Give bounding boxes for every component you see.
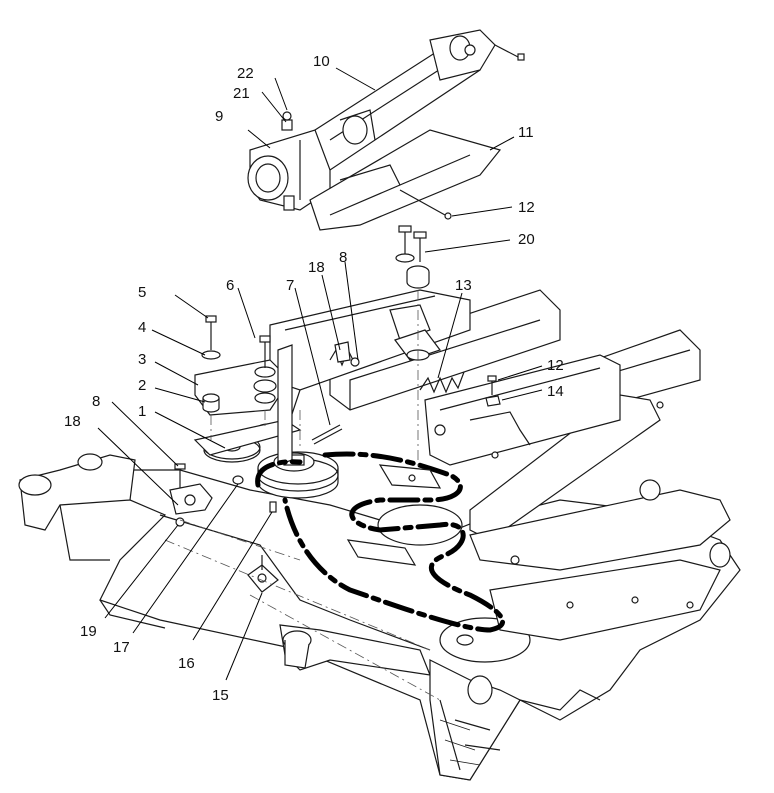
callout-20: 20 [518,231,535,248]
callout-12-right: 12 [547,357,564,374]
callout-15: 15 [212,687,229,704]
hydro-drive-assembly [247,29,525,231]
projection-lines [164,410,441,701]
leader-lines [97,67,543,681]
callout-14: 14 [547,383,564,400]
callout-18-top: 18 [308,259,325,276]
traction-frame [329,289,731,641]
main-pulley [257,344,343,499]
small-hardware [169,341,501,593]
drive-belt [255,451,506,633]
tension-spring [329,348,465,394]
callout-18-left: 18 [64,413,81,430]
engine-mount-plate [269,289,471,421]
callout-4: 4 [138,319,146,336]
callout-11: 11 [518,124,534,141]
callout-5: 5 [138,284,146,301]
callout-10: 10 [313,53,330,70]
callout-6: 6 [226,277,234,294]
callout-9: 9 [215,108,223,125]
callout-17: 17 [113,639,130,656]
callout-2: 2 [138,377,146,394]
callout-16: 16 [178,655,195,672]
callout-1: 1 [138,403,146,420]
callout-22: 22 [237,65,254,82]
callout-8-left: 8 [92,393,100,410]
engine-isolator-stack [395,225,430,470]
belt-guides [346,464,442,566]
callout-12-top: 12 [518,199,535,216]
callout-8-right: 8 [339,249,347,266]
callout-7: 7 [286,277,294,294]
callout-3: 3 [138,351,146,368]
callout-19: 19 [80,623,97,640]
callout-13: 13 [455,277,472,294]
callout-labels: 1 2 3 4 5 6 7 8 8 9 10 11 12 12 13 14 15… [64,53,564,704]
callout-21: 21 [233,85,250,102]
